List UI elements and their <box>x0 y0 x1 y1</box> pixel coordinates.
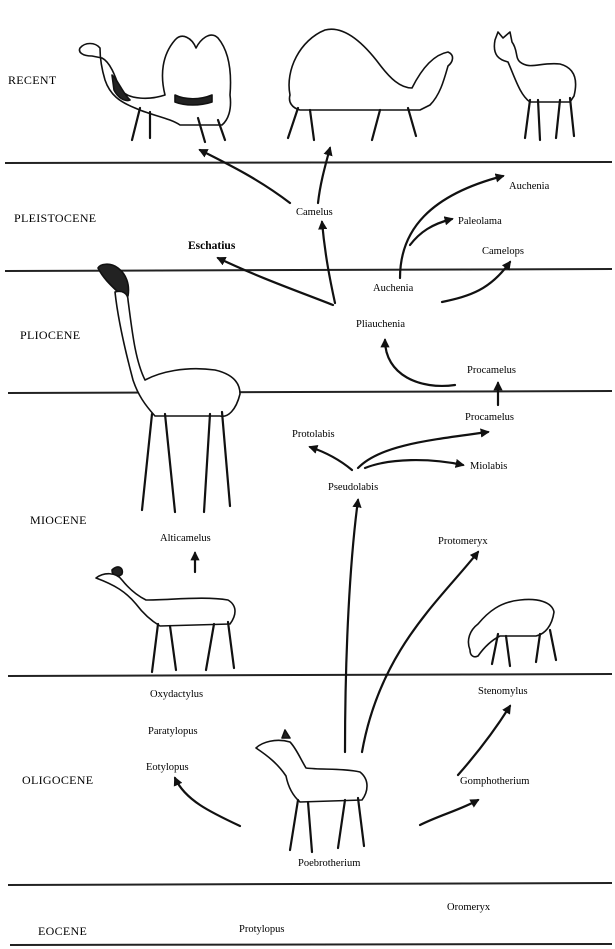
genus-gomphotherium: Gomphotherium <box>460 776 529 787</box>
genus-poebrotherium: Poebrotherium <box>298 858 360 869</box>
epoch-label-pleistocene: PLEISTOCENE <box>14 211 96 225</box>
divider-pliocene-miocene <box>8 391 612 393</box>
genus-camelops: Camelops <box>482 246 524 257</box>
genus-oromeryx: Oromeryx <box>447 902 491 913</box>
arrow-pseudolabis-to-procamelus <box>358 432 488 468</box>
arrow-pseudolabis-to-miolabis <box>365 460 463 468</box>
genus-procamelus-upper: Procamelus <box>467 365 516 376</box>
arrow-camelus-to-bactrian <box>200 150 290 203</box>
genus-eschatius: Eschatius <box>188 240 236 252</box>
genus-pseudolabis: Pseudolabis <box>328 482 378 493</box>
llama-illustration <box>494 32 575 140</box>
arrow-procamelus-to-pliauchenia <box>385 340 455 386</box>
epoch-label-eocene: EOCENE <box>38 924 87 938</box>
genus-pliauchenia: Pliauchenia <box>356 319 405 330</box>
arrow-auchenia-to-auchenia-top <box>400 176 503 278</box>
epoch-label-recent: RECENT <box>8 73 57 87</box>
genus-camelus: Camelus <box>296 207 333 218</box>
genus-protomeryx: Protomeryx <box>438 536 488 547</box>
bactrian-camel-illustration <box>80 35 231 142</box>
epoch-label-miocene: MIOCENE <box>30 513 87 527</box>
oxydactylus-illustration <box>96 567 235 672</box>
genus-stenomylus: Stenomylus <box>478 686 528 697</box>
genus-paleolama: Paleolama <box>458 216 502 227</box>
arrow-camelus-to-dromedary <box>318 148 330 203</box>
divider-bottom <box>10 944 612 945</box>
divider-oligocene-eocene <box>8 883 612 885</box>
epoch-label-pliocene: PLIOCENE <box>20 328 80 342</box>
epoch-dividers <box>5 162 612 945</box>
arrow-poebrotherium-to-protomeryx <box>362 552 478 752</box>
genus-auchenia-mid: Auchenia <box>373 283 414 294</box>
genus-labels: Camelus Auchenia Paleolama Camelops Esch… <box>146 181 550 935</box>
dromedary-camel-illustration <box>288 29 453 140</box>
genus-protylopus: Protylopus <box>239 924 285 935</box>
genus-protolabis: Protolabis <box>292 429 335 440</box>
arrow-poebrotherium-to-pseudolabis <box>345 500 358 752</box>
genus-alticamelus: Alticamelus <box>160 533 211 544</box>
arrow-pseudolabis-to-protolabis <box>310 447 352 470</box>
arrow-to-camelops <box>442 262 510 302</box>
arrow-to-gomphotherium <box>420 800 478 825</box>
arrow-pliauchenia-to-eschatius <box>218 258 333 305</box>
genus-miolabis: Miolabis <box>470 461 507 472</box>
arrow-to-stenomylus <box>458 706 510 775</box>
stenomylus-illustration <box>468 600 556 667</box>
arrow-auchenia-to-paleolama <box>410 219 452 245</box>
genus-oxydactylus: Oxydactylus <box>150 689 203 700</box>
arrow-poebrotherium-to-eotylopus <box>175 778 240 826</box>
arrow-pliauchenia-to-camelus <box>322 222 335 303</box>
epoch-labels: RECENT PLEISTOCENE PLIOCENE MIOCENE OLIG… <box>8 73 96 938</box>
genus-paratylopus: Paratylopus <box>148 726 198 737</box>
divider-miocene-oligocene <box>8 674 612 676</box>
genus-auchenia-top: Auchenia <box>509 181 550 192</box>
divider-pleistocene-pliocene <box>5 269 612 271</box>
genus-procamelus-lower: Procamelus <box>465 412 514 423</box>
epoch-label-oligocene: OLIGOCENE <box>22 773 93 787</box>
divider-recent-pleistocene <box>5 162 612 163</box>
alticamelus-illustration <box>98 264 240 512</box>
poebrotherium-illustration <box>256 730 367 852</box>
genus-eotylopus: Eotylopus <box>146 762 189 773</box>
